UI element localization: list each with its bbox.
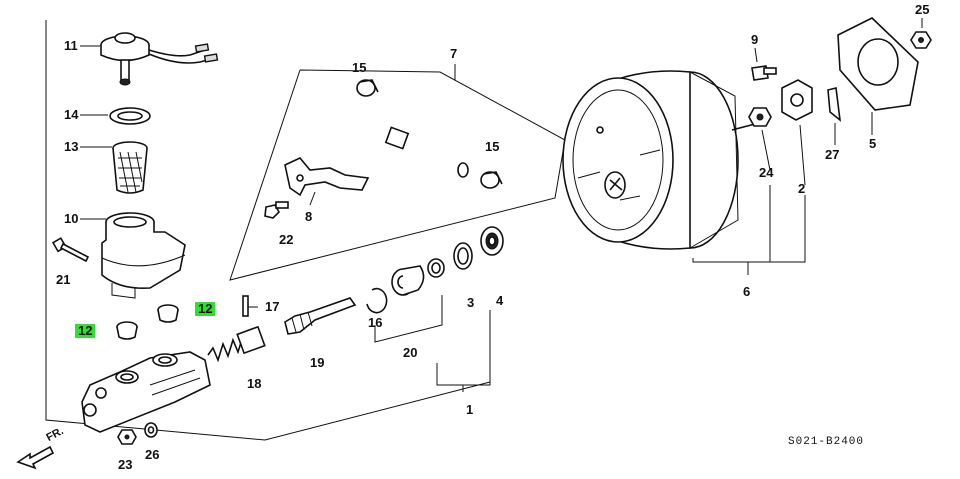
bracket-part-20 [374, 295, 443, 343]
reservoir-bolt [51, 237, 90, 263]
bracket-bolt [264, 201, 289, 219]
seal-4 [480, 226, 504, 256]
label-12-lower: 12 [75, 324, 96, 338]
grommet-upper [157, 304, 179, 323]
label-5: 5 [869, 136, 877, 151]
label-3: 3 [467, 295, 475, 310]
label-10: 10 [64, 211, 79, 226]
snap-ring [366, 287, 388, 314]
hose-clamp-upper [356, 79, 379, 97]
yoke-joint [781, 79, 813, 121]
clevis-clip [827, 87, 842, 122]
label-22: 22 [279, 232, 294, 247]
pin-17 [242, 295, 249, 317]
master-cylinder [81, 351, 211, 433]
primary-piston [284, 297, 357, 335]
label-23: 23 [118, 457, 133, 472]
vacuum-hose [314, 88, 469, 178]
label-25: 25 [915, 2, 930, 17]
label-21: 21 [56, 272, 71, 287]
hose-bracket [284, 157, 370, 197]
label-20: 20 [403, 345, 418, 360]
booster-group-bracket [692, 185, 806, 275]
label-14: 14 [64, 107, 79, 122]
leader-lines [80, 18, 923, 308]
label-27: 27 [825, 147, 840, 162]
piston-seal-20 [391, 265, 425, 296]
seal-3 [453, 242, 473, 270]
secondary-piston [207, 325, 266, 363]
label-17: 17 [265, 299, 280, 314]
label-13: 13 [64, 139, 79, 154]
diagram-code: S021-B2400 [788, 436, 865, 448]
nut-23 [117, 429, 137, 445]
label-15-lower: 15 [485, 139, 500, 154]
label-2: 2 [798, 181, 806, 196]
label-7: 7 [450, 46, 458, 61]
label-11: 11 [64, 38, 78, 53]
hose-group-bracket [229, 69, 566, 281]
label-9: 9 [751, 32, 759, 47]
reservoir-cap [100, 32, 219, 86]
label-12-upper: 12 [195, 302, 216, 316]
booster-bolt [751, 65, 777, 81]
label-16: 16 [368, 315, 383, 330]
gasket-nut [910, 31, 932, 49]
brake-booster [562, 70, 756, 250]
label-18: 18 [247, 376, 262, 391]
o-ring-small [427, 258, 445, 278]
hose-clamp-lower [480, 171, 503, 189]
front-arrow [16, 445, 55, 470]
reservoir-seal-ring [109, 107, 151, 125]
reservoir [101, 212, 186, 299]
label-6: 6 [743, 284, 751, 299]
label-24: 24 [759, 165, 774, 180]
label-26: 26 [145, 447, 160, 462]
grommet-lower [116, 321, 138, 340]
booster-gasket [837, 17, 919, 111]
booster-nut [748, 107, 772, 127]
bracket-part-1 [436, 310, 491, 392]
label-19: 19 [310, 355, 325, 370]
label-8: 8 [305, 209, 313, 224]
washer-26 [144, 422, 158, 438]
label-4: 4 [496, 293, 504, 308]
reservoir-filter [112, 141, 148, 194]
label-1: 1 [466, 402, 474, 417]
label-15-upper: 15 [352, 60, 367, 75]
